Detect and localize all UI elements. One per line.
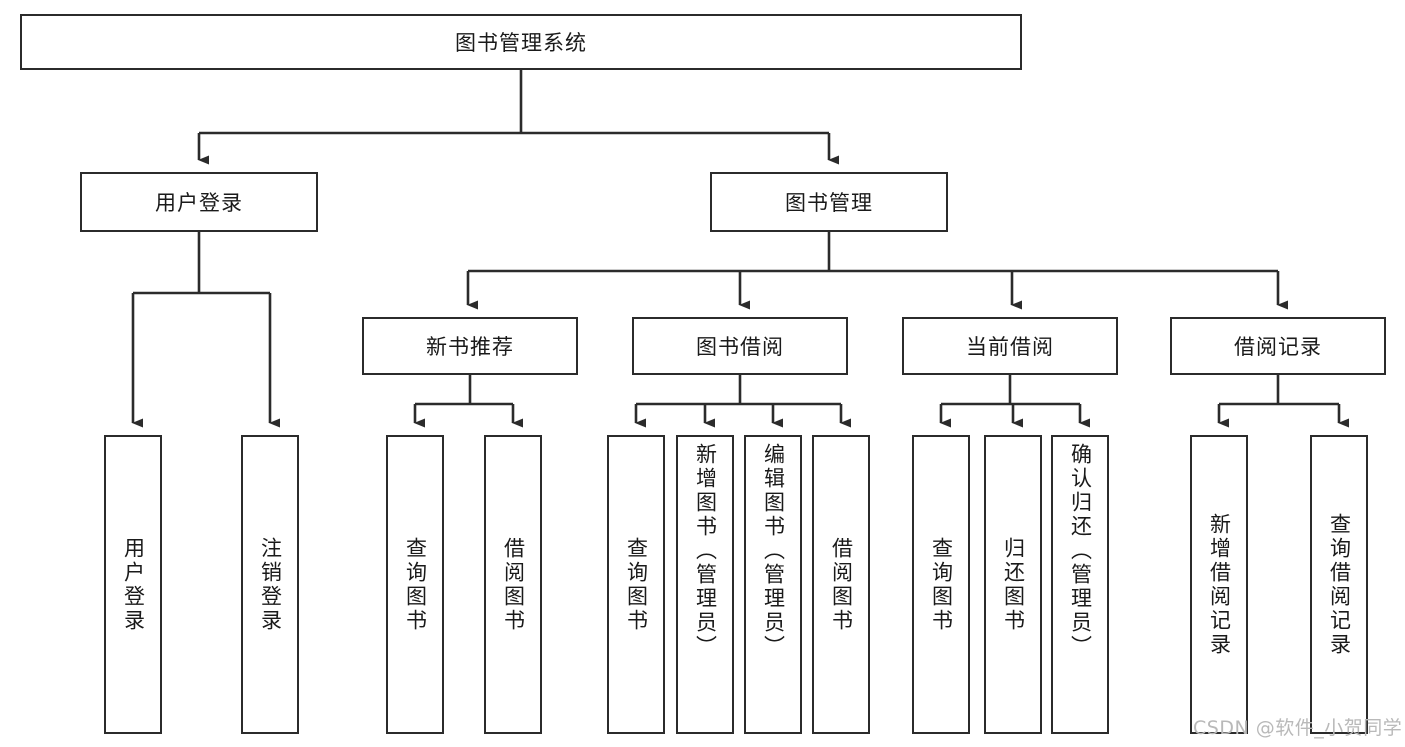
- leaf-edit-book-admin[interactable]: 编辑图书（管理员）: [744, 435, 802, 734]
- leaf-user-login[interactable]: 用户登录: [104, 435, 162, 734]
- node-borrow-record[interactable]: 借阅记录: [1170, 317, 1386, 375]
- leaf-label: 查询图书: [624, 536, 649, 633]
- node-current-borrow[interactable]: 当前借阅: [902, 317, 1118, 375]
- leaf-label: 确认归还（管理员）: [1068, 443, 1093, 659]
- leaf-query-book-current[interactable]: 查询图书: [912, 435, 970, 734]
- node-new-book-recommend[interactable]: 新书推荐: [362, 317, 578, 375]
- leaf-label: 用户登录: [121, 536, 146, 633]
- leaf-add-book-admin[interactable]: 新增图书（管理员）: [676, 435, 734, 734]
- node-book-borrow[interactable]: 图书借阅: [632, 317, 848, 375]
- leaf-confirm-return-admin[interactable]: 确认归还（管理员）: [1051, 435, 1109, 734]
- leaf-query-book-recommend[interactable]: 查询图书: [386, 435, 444, 734]
- leaf-borrow-book[interactable]: 借阅图书: [812, 435, 870, 734]
- leaf-label: 借阅图书: [501, 536, 526, 633]
- leaf-return-book[interactable]: 归还图书: [984, 435, 1042, 734]
- leaf-label: 新增借阅记录: [1207, 512, 1232, 657]
- leaf-query-borrow-record[interactable]: 查询借阅记录: [1310, 435, 1368, 734]
- node-book-manage[interactable]: 图书管理: [710, 172, 948, 232]
- leaf-label: 注销登录: [258, 536, 283, 633]
- node-root[interactable]: 图书管理系统: [20, 14, 1022, 70]
- leaf-label: 查询图书: [403, 536, 428, 633]
- leaf-label: 归还图书: [1001, 536, 1026, 633]
- leaf-label: 查询图书: [929, 536, 954, 633]
- watermark: CSDN @软件_小贺同学: [1193, 717, 1403, 739]
- node-user-login[interactable]: 用户登录: [80, 172, 318, 232]
- leaf-query-book-borrow[interactable]: 查询图书: [607, 435, 665, 734]
- leaf-borrow-book-recommend[interactable]: 借阅图书: [484, 435, 542, 734]
- leaf-user-logout[interactable]: 注销登录: [241, 435, 299, 734]
- leaf-label: 借阅图书: [829, 536, 854, 633]
- leaf-add-borrow-record[interactable]: 新增借阅记录: [1190, 435, 1248, 734]
- leaf-label: 新增图书（管理员）: [693, 443, 718, 659]
- leaf-label: 查询借阅记录: [1327, 512, 1352, 657]
- leaf-label: 编辑图书（管理员）: [761, 443, 786, 659]
